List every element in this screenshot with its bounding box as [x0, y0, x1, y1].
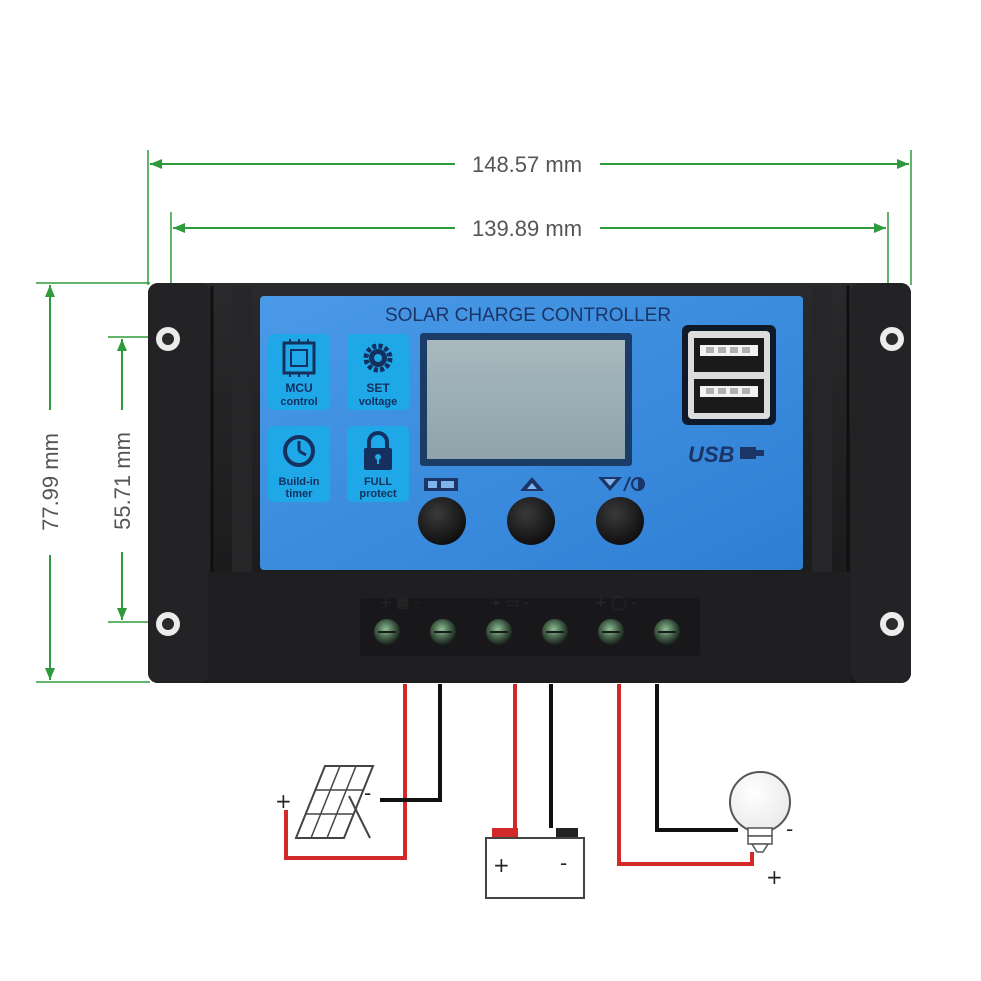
- down-button[interactable]: [596, 497, 644, 545]
- down-arrow-icon: [598, 476, 645, 492]
- svg-text:+ ◯ -: + ◯ -: [595, 595, 636, 611]
- badge-timer-line2: timer: [286, 488, 314, 500]
- lock-icon: [364, 431, 392, 470]
- battery-plus-label: +: [493, 853, 510, 877]
- battery-icon: [485, 828, 585, 899]
- svg-text:+ ▦ -: + ▦ -: [380, 595, 419, 611]
- usb-plug-icon: [740, 447, 764, 459]
- panel-title: SOLAR CHARGE CONTROLLER: [385, 305, 671, 326]
- dimension-outer-height: 77.99 mm: [36, 282, 150, 683]
- solar-negative-wire: [380, 684, 442, 802]
- badge-mcu-line2: control: [280, 396, 317, 408]
- clock-icon: [283, 435, 315, 467]
- mounting-hole: [156, 612, 180, 636]
- mounting-hole: [880, 612, 904, 636]
- chip-icon: [282, 339, 316, 377]
- usb-port-icon: [694, 379, 764, 413]
- menu-button[interactable]: [418, 497, 466, 545]
- load-minus-label: -: [786, 817, 793, 841]
- solar-panel-icon: [294, 765, 375, 839]
- gear-icon: [363, 343, 393, 373]
- terminal-symbol-icon: + ▦ - + ▭ - + ◯ -: [380, 595, 636, 611]
- badge-set-voltage: SET voltage: [347, 334, 409, 410]
- badge-mcu-control: MCU control: [268, 334, 330, 410]
- usb-port-icon: [694, 338, 764, 372]
- lcd-screen: [420, 333, 632, 466]
- load-negative-wire: [655, 684, 738, 832]
- mounting-hole: [156, 327, 180, 351]
- menu-label-icon: [424, 478, 458, 491]
- terminal-screw: [542, 619, 568, 645]
- badge-set-line1: SET: [366, 381, 390, 395]
- wires: [284, 684, 754, 866]
- terminal-screw: [430, 619, 456, 645]
- outer-height-label: 77.99 mm: [38, 433, 63, 531]
- badge-buildin-timer: Build-in timer: [268, 426, 330, 502]
- light-bulb-icon: [729, 771, 791, 853]
- svg-text:+ ▭ -: + ▭ -: [490, 595, 529, 611]
- badge-set-line2: voltage: [359, 396, 398, 408]
- badge-mcu-line1: MCU: [285, 381, 312, 395]
- inner-height-label: 55.71 mm: [110, 432, 135, 530]
- solar-positive-wire: [284, 684, 407, 860]
- solar-plus-label: +: [275, 789, 292, 813]
- badge-full-line2: protect: [359, 488, 397, 500]
- terminal-screw: [654, 619, 680, 645]
- outer-width-label: 148.57 mm: [472, 152, 582, 177]
- load-plus-label: +: [766, 865, 783, 889]
- up-arrow-icon: [520, 477, 544, 491]
- inner-width-label: 139.89 mm: [472, 216, 582, 241]
- battery-minus-label: -: [560, 851, 567, 875]
- solar-minus-label: -: [364, 781, 371, 805]
- mounting-hole: [880, 327, 904, 351]
- badge-timer-line1: Build-in: [279, 476, 320, 488]
- up-button[interactable]: [507, 497, 555, 545]
- dimension-inner-width: 139.89 mm: [170, 212, 889, 285]
- dimension-outer-width: 148.57 mm: [147, 150, 912, 285]
- terminal-screw: [598, 619, 624, 645]
- terminal-screw: [374, 619, 400, 645]
- usb-ports: USB: [682, 325, 776, 467]
- terminal-screw: [486, 619, 512, 645]
- usb-label: USB: [688, 442, 735, 467]
- load-positive-wire: [617, 684, 754, 866]
- badge-full-line1: FULL: [364, 476, 392, 488]
- badge-full-protect: FULL protect: [347, 426, 409, 502]
